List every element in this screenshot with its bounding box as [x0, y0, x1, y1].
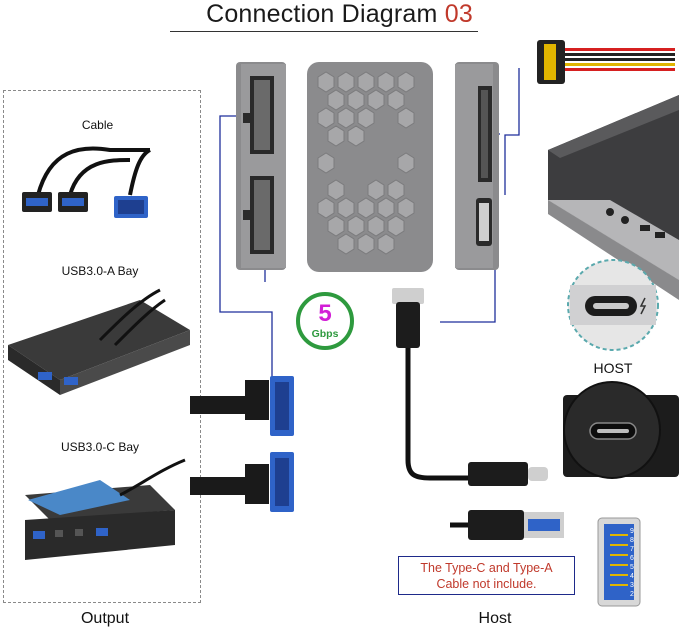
host-label: Host — [478, 610, 512, 627]
bay-a-label: USB3.0-A Bay — [61, 264, 139, 278]
usb-c-bay-image — [25, 458, 186, 560]
pin-label: 7 — [630, 546, 634, 553]
title-text: Connection Diagram — [206, 0, 438, 28]
pin-label: 4 — [630, 573, 634, 580]
output-panel-frame — [3, 90, 201, 603]
cable-label: Cable — [81, 118, 114, 132]
title-number: 03 — [444, 0, 473, 28]
host-device-port — [563, 381, 679, 479]
page-title: Connection Diagram 03 — [0, 0, 679, 29]
host-cable-microb-typec — [392, 288, 548, 486]
pin-label: 9 — [630, 528, 634, 535]
sata-power-cable — [537, 40, 675, 84]
wire-port1-to-connector1 — [219, 115, 273, 378]
note-line-2: Cable not include. — [436, 577, 537, 591]
cable-note: The Type-C and Type-A Cable not include. — [398, 556, 575, 595]
host-port-label: HOST — [593, 360, 633, 376]
speed-unit: Gbps — [311, 328, 339, 340]
output-label: Output — [80, 610, 130, 627]
laptop-image — [548, 95, 679, 300]
y-cable-image — [22, 146, 152, 218]
honeycomb-pattern — [317, 71, 415, 255]
usb-a-pin-numbers: 9 8 7 6 5 4 3 2 — [630, 527, 640, 599]
hub-right-module — [455, 62, 499, 270]
pin-label: 6 — [630, 555, 634, 562]
usb-a-pinout — [597, 517, 641, 607]
host-cable-typea — [450, 510, 564, 540]
speed-value: 5 — [318, 300, 332, 327]
host-port-zoom — [567, 259, 659, 351]
usb-a-bay-image — [8, 288, 190, 395]
speed-badge: 5 Gbps — [296, 292, 354, 350]
header-cable-connector-1 — [190, 376, 294, 436]
pin-label: 2 — [630, 591, 634, 598]
hub-left-module — [236, 62, 286, 270]
title-underline — [170, 31, 478, 32]
wire-sata-to-power — [504, 68, 520, 195]
pin-label: 3 — [630, 582, 634, 589]
pin-label: 5 — [630, 564, 634, 571]
note-line-1: The Type-C and Type-A — [420, 561, 553, 575]
bay-c-label: USB3.0-C Bay — [60, 440, 140, 454]
header-cable-connector-2 — [190, 452, 294, 512]
pin-label: 8 — [630, 537, 634, 544]
hub-center-module — [307, 62, 433, 272]
